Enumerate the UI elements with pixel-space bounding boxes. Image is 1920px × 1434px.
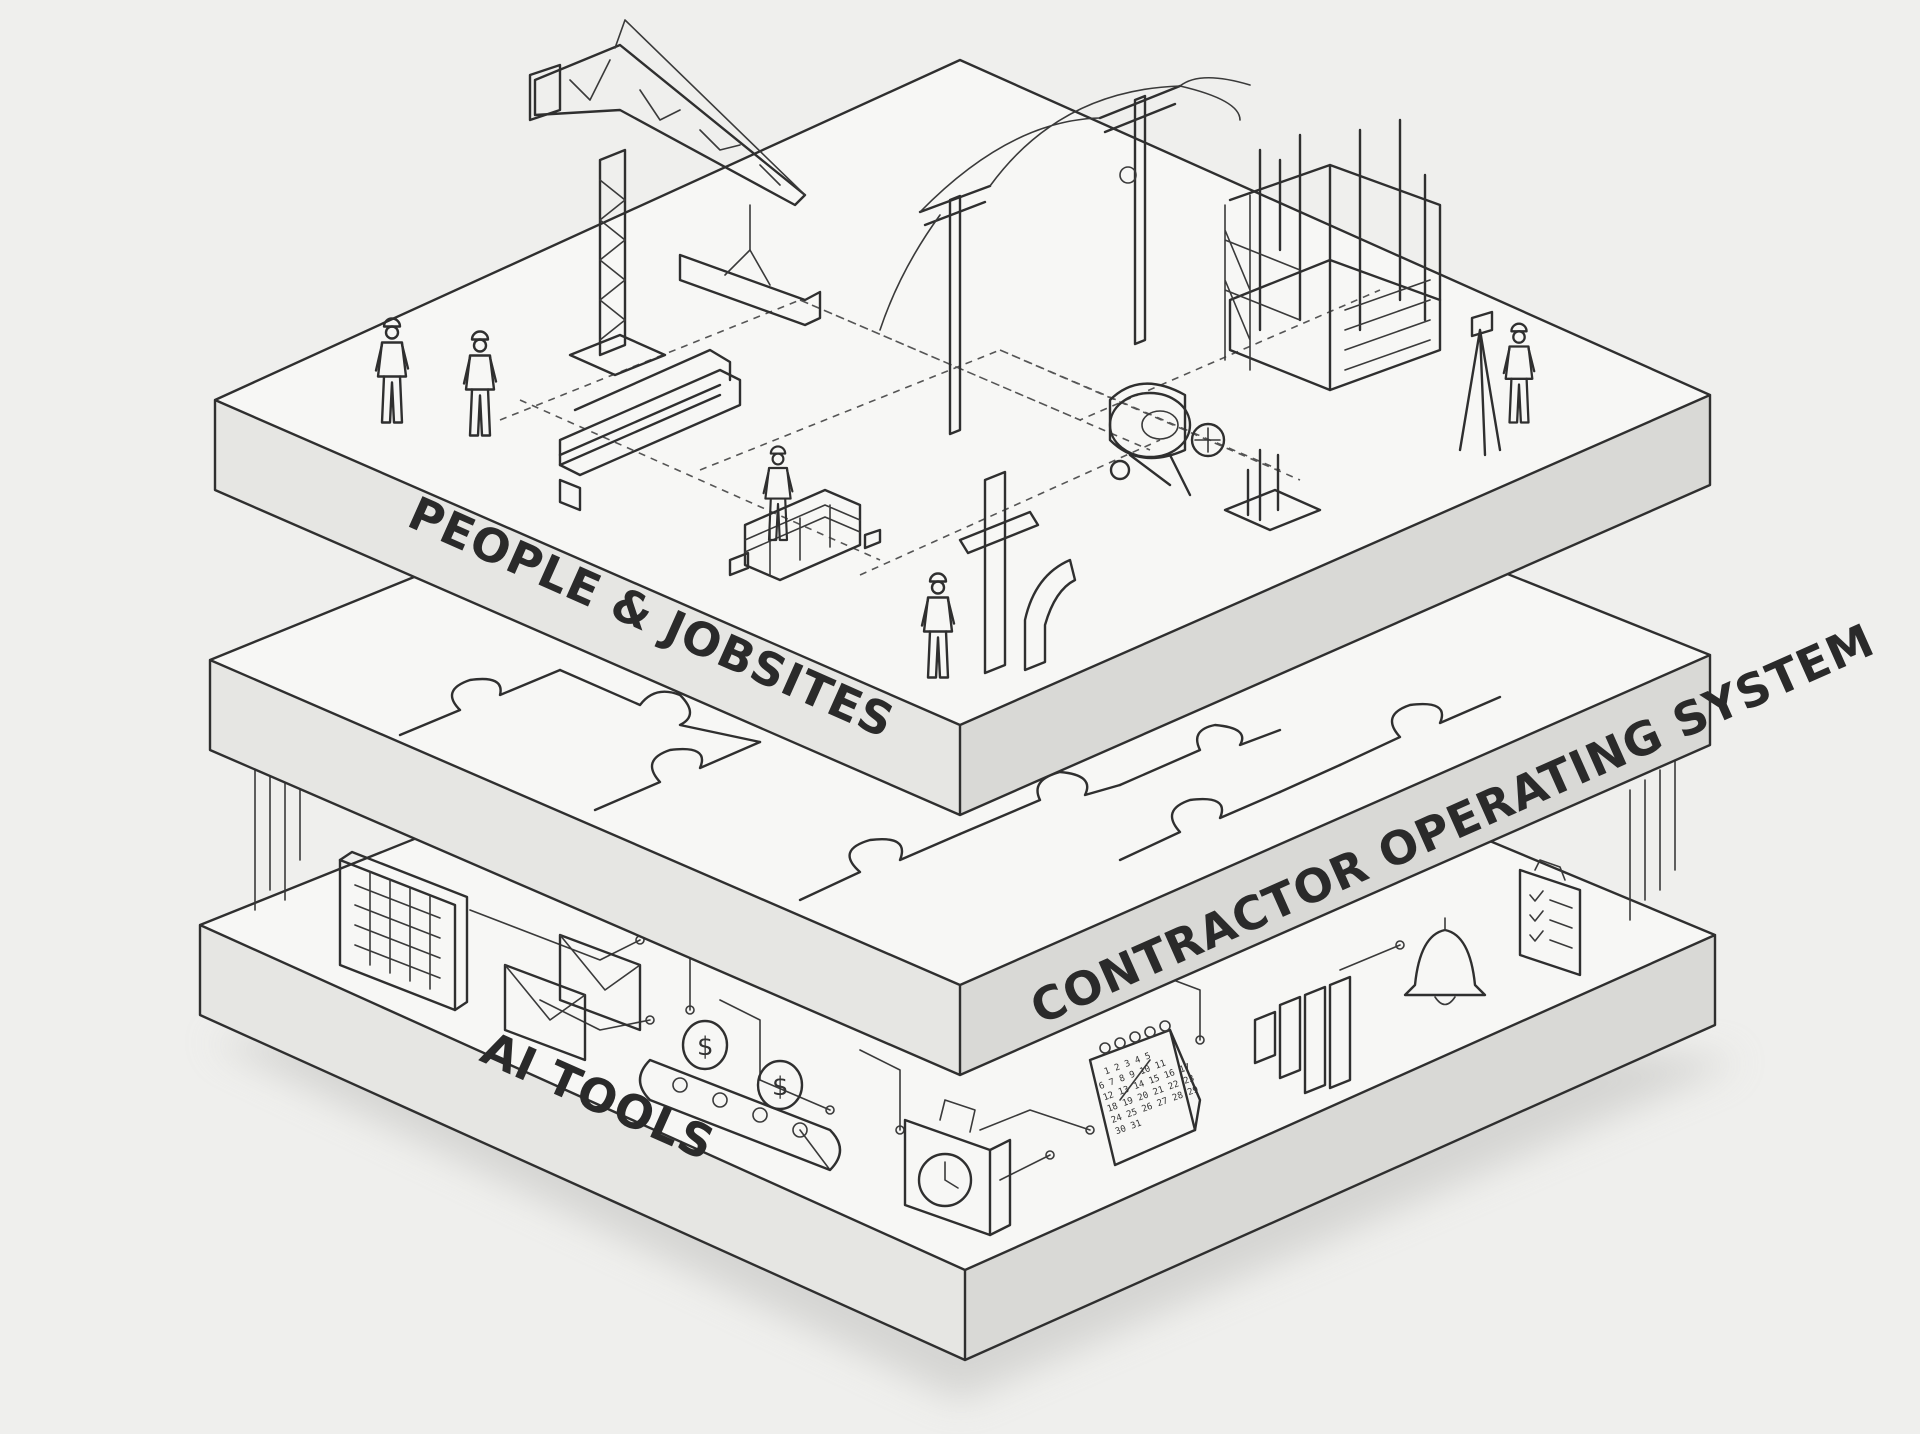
- checklist-icon: [1518, 859, 1582, 977]
- email-icon: [503, 933, 642, 1062]
- connector-lines: [254, 759, 1676, 921]
- bar-chart-icon: [1253, 975, 1352, 1095]
- bell-icon: [1403, 917, 1487, 1006]
- svg-text:$: $: [697, 1032, 714, 1062]
- crane-icon: [528, 19, 822, 377]
- scaffold-building-icon: [1224, 118, 1442, 392]
- svg-text:$: $: [772, 1072, 789, 1102]
- spreadsheet-icon: [338, 850, 469, 1012]
- top-layer-people-jobsites: PEOPLE & JOBSITES: [213, 19, 1712, 817]
- steel-beam-icon: [558, 348, 742, 512]
- jobsite-grid: [499, 289, 1381, 576]
- pipe-icon: [958, 448, 1322, 675]
- cement-mixer-icon: [1108, 382, 1226, 497]
- power-pole-icon: [879, 76, 1251, 436]
- coin-conveyor-icon: $ $: [638, 1019, 842, 1172]
- surveyor-icon: [1458, 310, 1536, 457]
- bricklayer-icon: [728, 445, 882, 582]
- time-clock-icon: [903, 1099, 1012, 1237]
